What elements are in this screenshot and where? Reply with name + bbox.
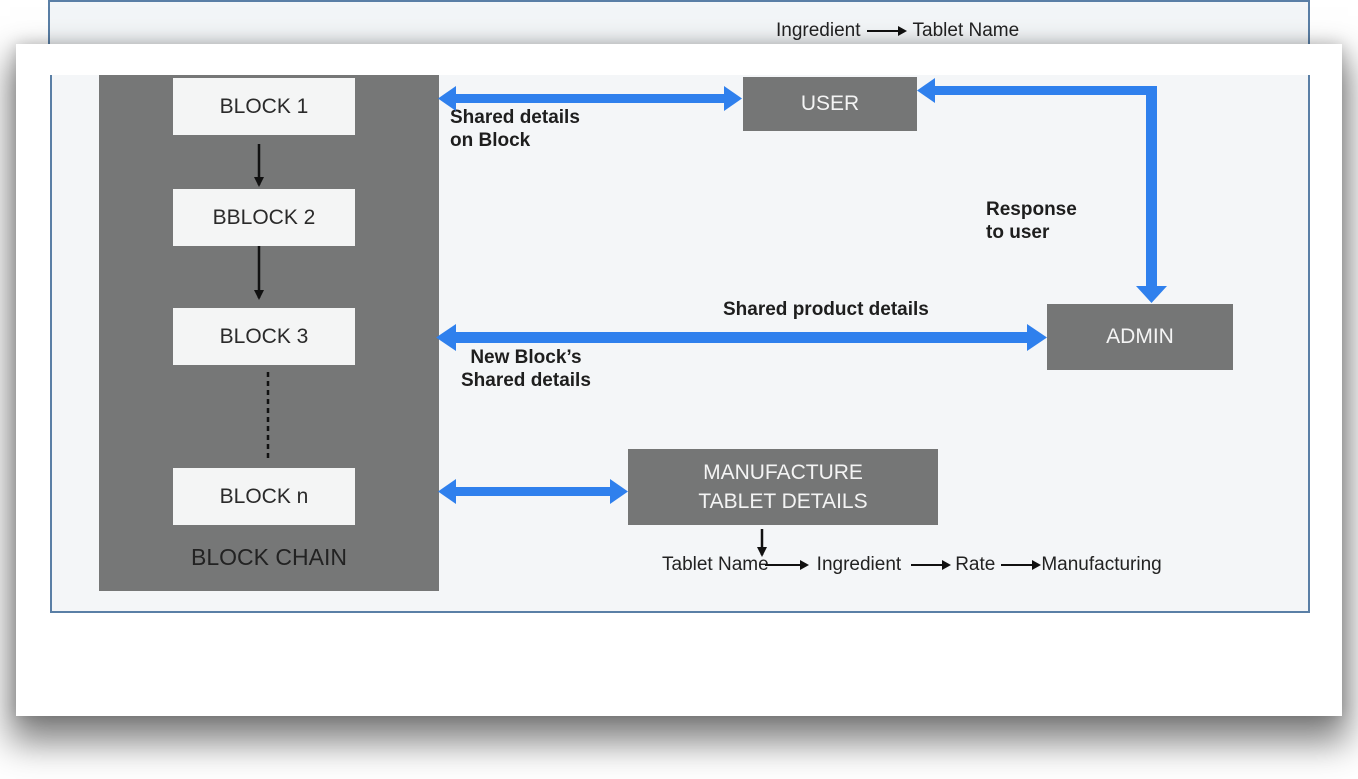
manufacture-node: MANUFACTURE TABLET DETAILS xyxy=(626,447,940,527)
label-line: on Block xyxy=(450,130,531,151)
arrow-right-icon xyxy=(911,560,952,570)
arrow-right-icon xyxy=(1001,560,1042,570)
label-line: Response xyxy=(986,199,1077,220)
block-n: BLOCK n xyxy=(173,468,355,525)
top-caption-to: Tablet Name xyxy=(912,20,1020,41)
flow-step-3: Rate xyxy=(955,554,996,575)
label-line: to user xyxy=(986,222,1050,243)
block-2: BBLOCK 2 xyxy=(173,189,355,246)
label-shared-details-block: Shared details on Block xyxy=(450,106,580,152)
label-line: New Block’s xyxy=(470,347,582,368)
arrow-right-icon xyxy=(866,26,907,36)
flow-step-1: Tablet Name xyxy=(662,554,769,575)
arrow-right-icon xyxy=(764,560,809,570)
flow-step-4: Manufacturing xyxy=(1041,554,1162,575)
admin-node: ADMIN xyxy=(1045,302,1235,372)
connector-layer xyxy=(254,78,1167,557)
arrow-block1-user xyxy=(438,86,742,111)
block-1: BLOCK 1 xyxy=(173,78,355,135)
flow-step-2: Ingredient xyxy=(816,554,902,575)
manufacture-flow: Tablet Name Ingredient Rate Manufacturin… xyxy=(662,554,1162,576)
diagram-card: BLOCK 1 BBLOCK 2 BLOCK 3 BLOCK n BLOCK C… xyxy=(16,44,1342,716)
manufacture-line-1: MANUFACTURE xyxy=(703,461,863,484)
label-line: Shared details xyxy=(450,107,580,128)
label-new-block-shared: New Block’s Shared details xyxy=(461,346,591,392)
arrow-blockn-manufacture xyxy=(438,479,628,504)
label-response-to-user: Response to user xyxy=(986,198,1077,244)
arrow-block3-admin xyxy=(436,324,1047,351)
block-3: BLOCK 3 xyxy=(173,308,355,365)
arrow-admin-user xyxy=(917,78,1167,303)
blockchain-label: BLOCK CHAIN xyxy=(191,544,347,570)
label-shared-product-details: Shared product details xyxy=(723,299,929,320)
manufacture-line-2: TABLET DETAILS xyxy=(698,490,868,513)
label-line: Shared details xyxy=(461,370,591,391)
background-diagram-strip xyxy=(48,0,1310,46)
top-caption: Ingredient Tablet Name xyxy=(776,20,1019,42)
user-node: USER xyxy=(741,75,919,133)
top-caption-from: Ingredient xyxy=(776,20,861,41)
